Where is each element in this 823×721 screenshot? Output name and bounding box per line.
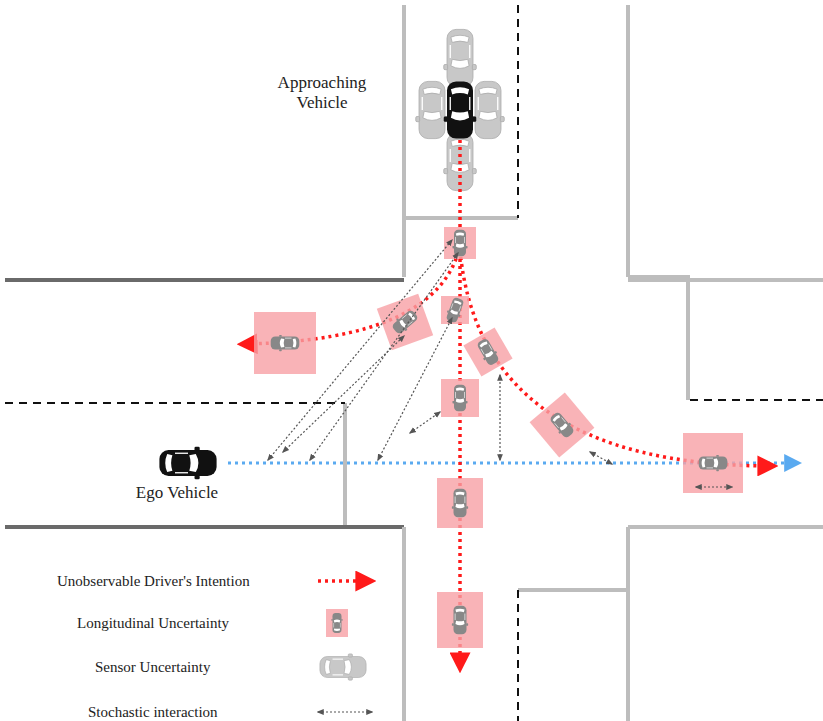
legend-text: Longitudinal Uncertainty	[77, 615, 229, 631]
legend-item: Stochastic interaction	[88, 704, 218, 721]
legend-item: Sensor Uncertainty	[95, 659, 210, 676]
intention-paths	[245, 140, 770, 665]
road-edges	[5, 5, 823, 721]
approaching-vehicle	[416, 29, 505, 190]
legend-text: Sensor Uncertainty	[95, 659, 210, 675]
uncertainty-boxes	[254, 227, 743, 648]
legend-item: Longitudinal Uncertainty	[77, 615, 229, 632]
legend-text: Unobservable Driver's Intention	[57, 573, 250, 589]
interaction-arrows	[268, 240, 732, 487]
legend-item: Unobservable Driver's Intention	[57, 573, 250, 590]
vehicle-label: Approaching Vehicle	[257, 73, 387, 114]
legend-text: Stochastic interaction	[88, 704, 218, 720]
ego-label: Ego Vehicle	[112, 483, 242, 503]
legend-samples	[318, 581, 372, 712]
